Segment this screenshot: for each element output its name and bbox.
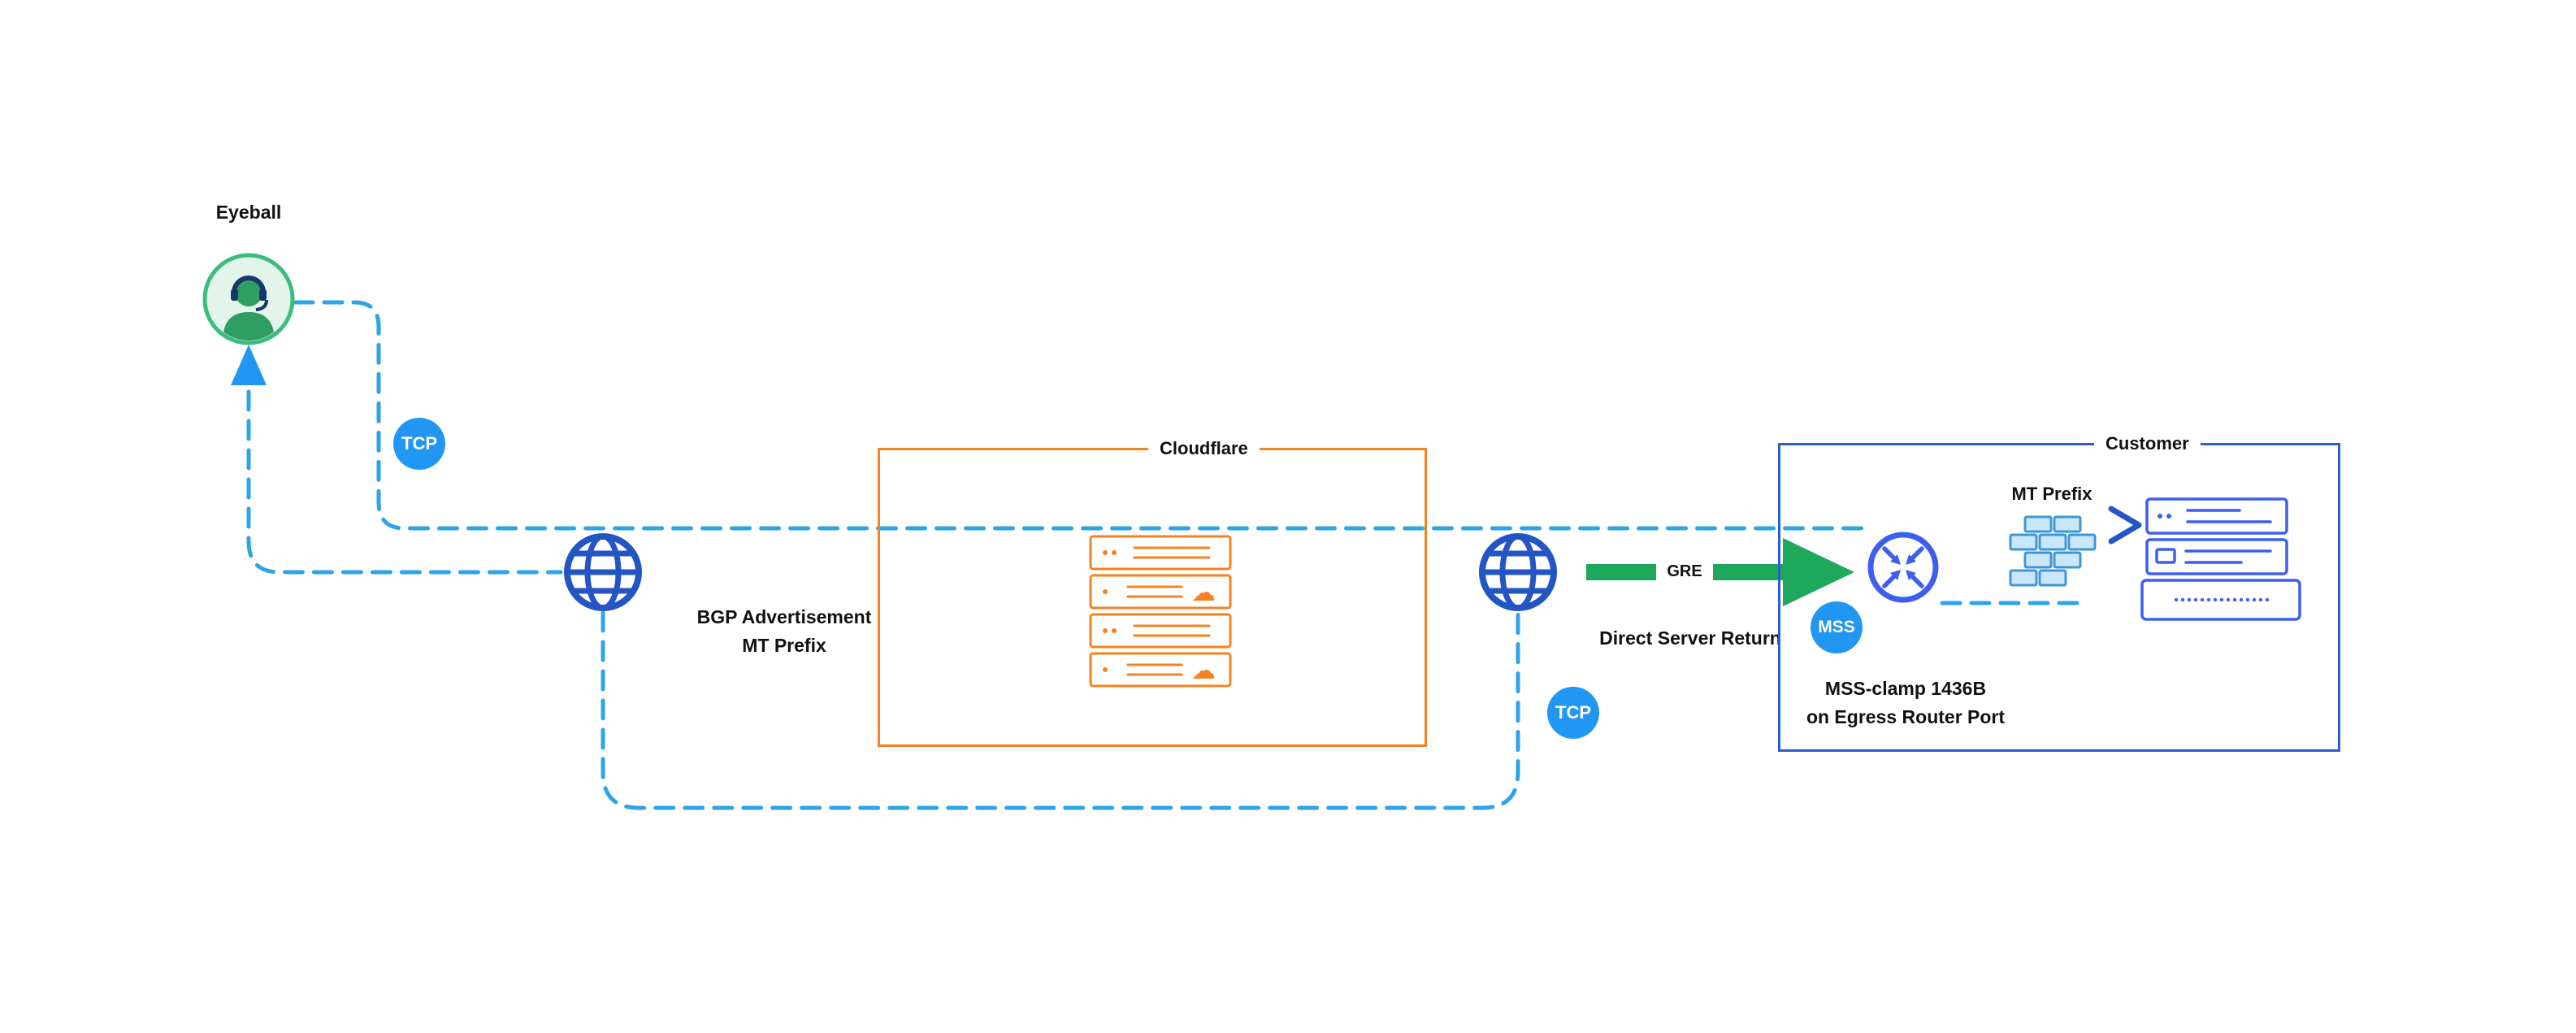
cloudflare-server-stack-icon: ☁ ☁ — [1089, 535, 1232, 688]
direct-server-return-label: Direct Server Return — [1599, 627, 1781, 649]
cloudflare-box-label: Cloudflare — [1148, 438, 1260, 459]
cloudflare-box: Cloudflare — [878, 438, 1427, 747]
dashed-path-return-to-eyeball — [246, 389, 563, 575]
mss-clamp-line2: on Egress Router Port — [1806, 706, 2006, 727]
gre-arrow — [1586, 538, 1854, 606]
server-arrowhead — [2108, 506, 2142, 545]
egress-router-icon — [1867, 532, 1939, 603]
mss-clamp-line1: MSS-clamp 1436B — [1824, 678, 1987, 699]
return-arrowhead-up — [231, 345, 267, 385]
internet-globe-left-icon — [564, 533, 642, 611]
dashed-path-bottom-loop — [601, 610, 1520, 810]
tcp-badge-right: TCP — [1547, 687, 1599, 739]
mt-prefix-label: MT Prefix — [2011, 484, 2092, 504]
mss-badge: MSS — [1811, 601, 1863, 653]
cloud-icon: ☁ — [1191, 657, 1216, 685]
eyeball-user-icon — [202, 253, 295, 345]
server-vent-dots — [2174, 597, 2270, 602]
tcp-badge-left: TCP — [393, 418, 445, 470]
dashed-path-eyeball-to-router — [293, 300, 1867, 531]
cloud-icon: ☁ — [1191, 579, 1216, 607]
gre-label: GRE — [1656, 559, 1713, 584]
internet-globe-right-icon — [1479, 533, 1557, 611]
mss-clamp-label: MSS-clamp 1436B on Egress Router Port — [1772, 675, 2040, 731]
customer-box-label: Customer — [2094, 433, 2201, 454]
bgp-line2: MT Prefix — [742, 635, 826, 656]
firewall-icon — [2009, 515, 2097, 587]
customer-server-stack-icon — [2140, 497, 2301, 621]
customer-box: Customer — [1778, 433, 2340, 752]
bgp-line1: BGP Advertisement — [696, 606, 872, 627]
bgp-advertisement-label: BGP Advertisement MT Prefix — [634, 603, 935, 660]
eyeball-label: Eyeball — [215, 202, 282, 223]
